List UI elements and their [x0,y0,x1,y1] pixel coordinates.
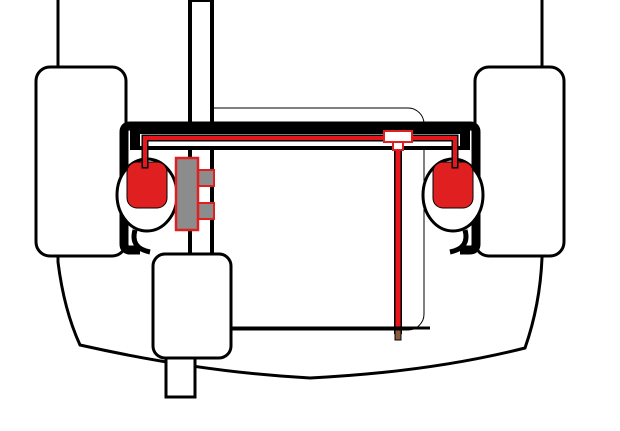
air-line [141,134,459,334]
left-wheel [34,65,128,258]
vehicle-body-outline [56,0,544,380]
control-valve [174,156,215,232]
left-air-bag [115,157,179,255]
right-wheel [473,65,566,258]
tank [151,252,233,399]
line-end-fitting [394,329,402,341]
tee-fitting [383,130,413,151]
